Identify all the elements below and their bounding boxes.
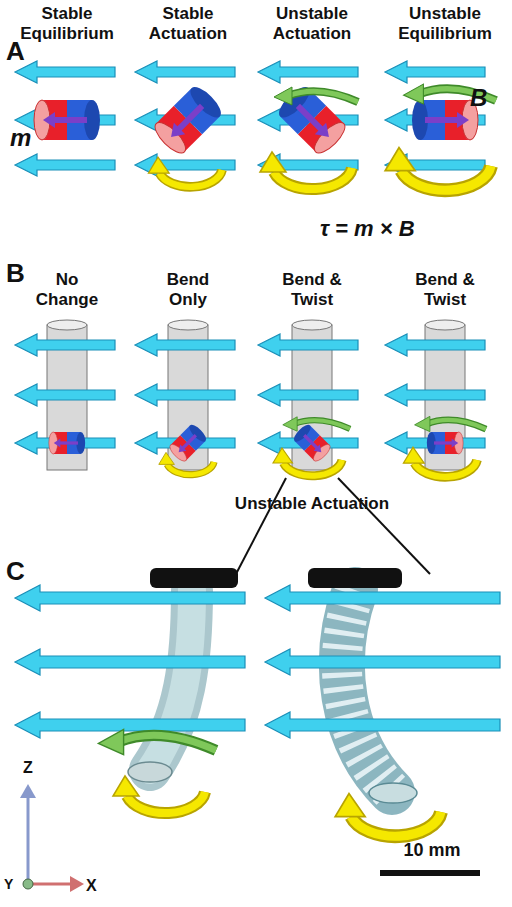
axes (20, 784, 84, 892)
axis-label: X (86, 876, 106, 895)
axis-label: Z (23, 758, 53, 777)
column-header: Unstable Actuation (257, 4, 367, 45)
field-symbol: B (470, 84, 500, 113)
column-header: Stable Equilibrium (7, 4, 127, 45)
column-header: Unstable Equilibrium (385, 4, 505, 45)
panel-letter: C (6, 556, 36, 587)
panel-letter: B (6, 258, 36, 289)
column-header: Bend & Twist (267, 270, 357, 311)
torque-equation: τ = m × B (320, 216, 500, 242)
axis-label: Y (4, 876, 24, 893)
magnets-b (49, 422, 463, 463)
field-arrows-b (15, 334, 485, 454)
torque-arrows-b (159, 416, 486, 477)
scale-label: 10 mm (377, 840, 487, 862)
torque-arrows-a (148, 84, 496, 190)
moment-symbol: m (10, 124, 40, 153)
column-header: No Change (32, 270, 102, 311)
zoom-caption: Unstable Actuation (202, 494, 422, 514)
field-arrows-c (15, 585, 500, 738)
field-arrows-a (15, 61, 485, 176)
zoom-line (236, 478, 286, 574)
column-header: Bend & Twist (400, 270, 490, 311)
torque-arrows-c (98, 729, 441, 836)
column-header: Stable Actuation (133, 4, 243, 45)
zoom-line (338, 478, 430, 574)
scale-bar (380, 870, 480, 876)
column-header: Bend Only (153, 270, 223, 311)
